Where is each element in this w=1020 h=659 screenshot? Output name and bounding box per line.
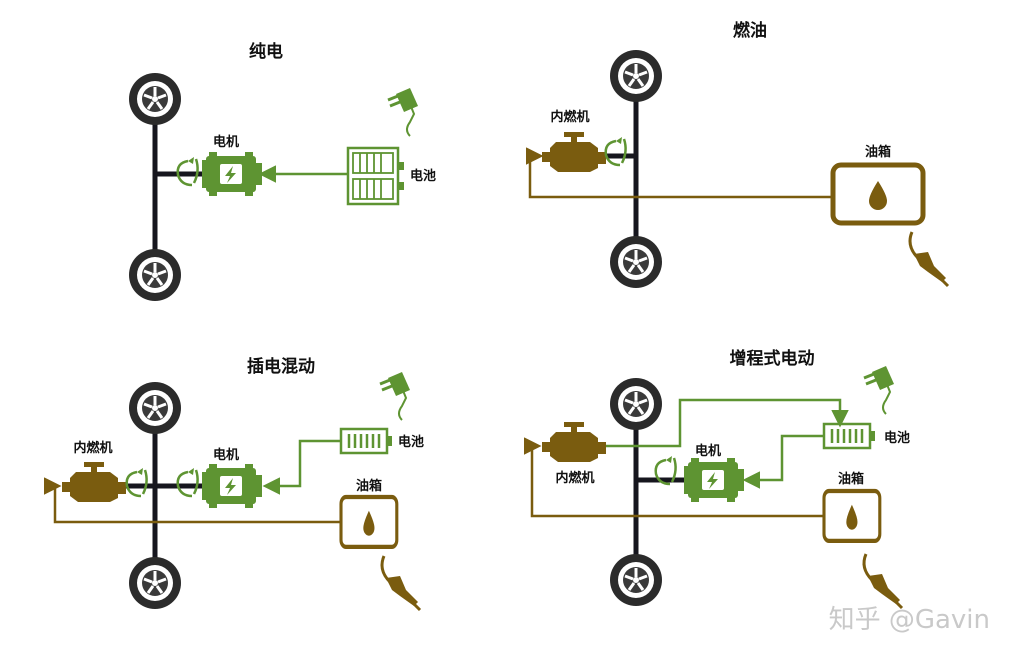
power-flow-arrow [262, 439, 341, 495]
fuel-nozzle-icon [862, 552, 904, 610]
battery-icon [339, 427, 394, 455]
fuel-nozzle-icon [908, 230, 950, 288]
battery-icon [822, 422, 877, 450]
battery-label: 电池 [398, 434, 424, 450]
battery-icon [346, 146, 406, 206]
rotation-icon [176, 155, 199, 187]
panel-ice: 燃油 内燃机 油箱 [526, 20, 950, 290]
rotation-icon [604, 135, 627, 167]
panel-erev: 增程式电动 内燃机 电机 电池 油箱 [524, 348, 910, 610]
engine-icon [542, 422, 606, 462]
engine-label: 内燃机 [550, 109, 589, 125]
watermark: 知乎 @Gavin [829, 605, 990, 635]
motor-label: 电机 [213, 134, 239, 150]
wheel-icon [127, 247, 183, 303]
fuel-nozzle-icon [380, 554, 422, 612]
battery-label: 电池 [410, 168, 436, 184]
fuel-flow-line [524, 437, 824, 518]
motor-label: 电机 [213, 447, 239, 463]
fuel-tank-icon [833, 165, 923, 223]
fuel-tank-icon [341, 497, 397, 547]
motor-icon [684, 458, 744, 502]
fuel-tank-icon [824, 491, 880, 541]
plug-icon [378, 370, 412, 422]
rotation-icon [125, 466, 148, 498]
engine-label: 内燃机 [73, 440, 112, 456]
charge-flow-arrow [606, 398, 849, 448]
motor-label: 电机 [695, 443, 721, 459]
wheel-icon [127, 555, 183, 611]
plug-icon [386, 86, 420, 138]
wheel-icon [608, 376, 664, 432]
wheel-icon [127, 380, 183, 436]
panel-title: 燃油 [733, 20, 767, 41]
engine-label: 内燃机 [555, 470, 594, 486]
wheel-icon [608, 552, 664, 608]
plug-icon [862, 364, 896, 416]
panel-title: 增程式电动 [730, 348, 815, 369]
engine-icon [62, 462, 126, 502]
panel-title: 插电混动 [247, 356, 315, 377]
motor-icon [202, 152, 262, 196]
rotation-icon [176, 466, 199, 498]
panel-bev: 纯电 电机 电池 [127, 41, 436, 303]
power-flow-arrow [742, 434, 824, 489]
panel-phev: 插电混动 内燃机 电机 电池 油箱 [44, 356, 424, 612]
tank-label: 油箱 [865, 144, 891, 160]
engine-icon [542, 132, 606, 172]
fuel-flow-line [44, 477, 341, 524]
wheel-icon [127, 71, 183, 127]
battery-label: 电池 [884, 430, 910, 446]
motor-icon [202, 464, 262, 508]
tank-label: 油箱 [356, 478, 382, 494]
panel-title: 纯电 [249, 41, 283, 62]
wheel-icon [608, 48, 664, 104]
tank-label: 油箱 [838, 471, 864, 487]
wheel-icon [608, 234, 664, 290]
fuel-flow-line [526, 147, 832, 199]
